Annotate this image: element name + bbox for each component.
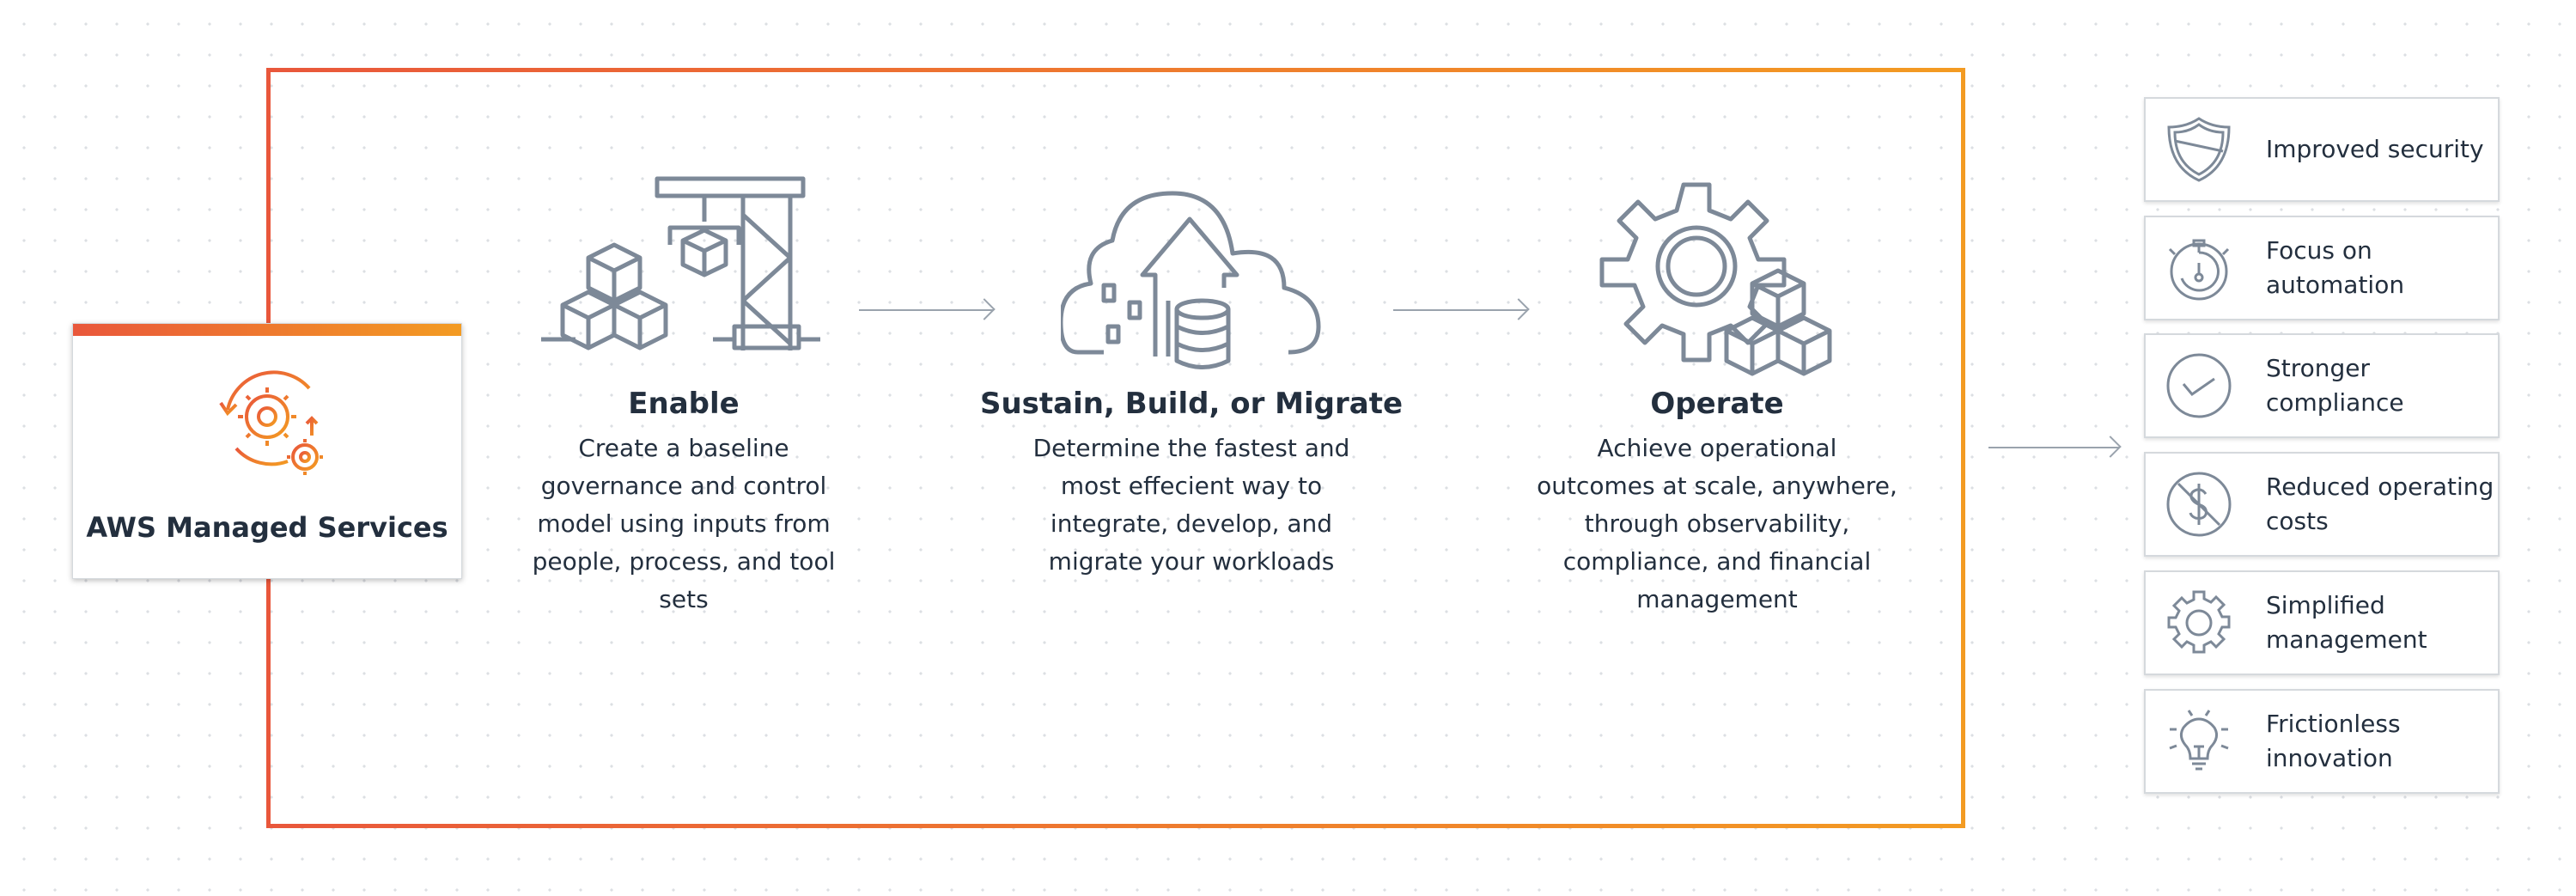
stage-enable: Enable Create a baseline governance and …: [443, 387, 924, 619]
aws-managed-services-card: AWS Managed Services: [72, 323, 462, 579]
benefit-label: Simplified: [2266, 591, 2385, 619]
benefit-label: Frictionless: [2266, 710, 2401, 738]
flow-arrow-to-benefits: [1988, 447, 2120, 448]
stage-description-line: migrate your workloads: [1048, 547, 1335, 576]
stage-description-line: Achieve operational: [1597, 434, 1837, 462]
benefit-focus-on-automation: Focus on automation: [2144, 216, 2500, 320]
stage-description-line: compliance, and financial: [1562, 547, 1872, 576]
stage-description-line: Determine the fastest and: [1032, 434, 1350, 462]
process-frame-right: [1961, 68, 1965, 828]
stage-sustain-build-migrate: Sustain, Build, or Migrate Determine the…: [951, 387, 1432, 581]
benefit-stronger-compliance: Stronger compliance: [2144, 333, 2500, 438]
gear-icon: [2167, 590, 2231, 654]
benefit-label: Stronger: [2266, 354, 2371, 382]
gear-cubes-icon: [1599, 182, 1832, 376]
stage-description-line: governance and control: [540, 472, 827, 500]
benefit-simplified-management: Simplified management: [2144, 570, 2500, 675]
benefit-label: costs: [2266, 507, 2329, 535]
flow-arrow: [859, 309, 994, 311]
stopwatch-icon: [2168, 239, 2230, 301]
stage-title: Operate: [1650, 387, 1784, 421]
stage-description-line: people, process, and tool: [532, 547, 836, 576]
benefit-reduced-operating-costs: Reduced operating costs: [2144, 452, 2500, 557]
benefit-label: Reduced operating: [2266, 472, 2494, 501]
benefit-label: management: [2266, 625, 2427, 654]
stage-description-line: Create a baseline: [578, 434, 789, 462]
benefit-label: Improved security: [2266, 135, 2484, 163]
cloud-migrate-icon: [1061, 191, 1321, 369]
benefit-label: compliance: [2266, 388, 2404, 417]
stage-title: Enable: [628, 387, 740, 421]
stage-operate: Operate Achieve operational outcomes at …: [1477, 387, 1958, 619]
stage-description-line: through observability,: [1584, 509, 1850, 538]
shield-icon: [2167, 117, 2231, 182]
flow-arrow: [1393, 309, 1528, 311]
stage-description-line: management: [1636, 585, 1798, 613]
stage-title: Sustain, Build, or Migrate: [979, 387, 1404, 421]
crane-cubes-icon: [541, 176, 820, 350]
benefit-label: Focus on: [2266, 236, 2372, 265]
checkmark-circle-icon: [2166, 353, 2232, 418]
gears-cycle-icon: [219, 370, 323, 475]
process-frame-top: [266, 68, 1965, 72]
no-dollar-icon: [2166, 472, 2232, 537]
stage-description-line: most effecient way to: [1060, 472, 1323, 500]
benefit-label: automation: [2266, 271, 2405, 299]
stage-description-line: outcomes at scale, anywhere,: [1537, 472, 1897, 500]
service-label: AWS Managed Services: [86, 511, 448, 544]
card-accent-bar: [73, 324, 461, 336]
lightbulb-icon: [2169, 710, 2229, 771]
benefit-improved-security: Improved security: [2144, 97, 2500, 202]
process-frame-bottom: [266, 824, 1965, 828]
benefit-label: innovation: [2266, 744, 2393, 772]
benefit-frictionless-innovation: Frictionless innovation: [2144, 689, 2500, 794]
stage-description-line: sets: [659, 585, 709, 613]
stage-description-line: integrate, develop, and: [1050, 509, 1333, 538]
stage-description-line: model using inputs from: [537, 509, 831, 538]
